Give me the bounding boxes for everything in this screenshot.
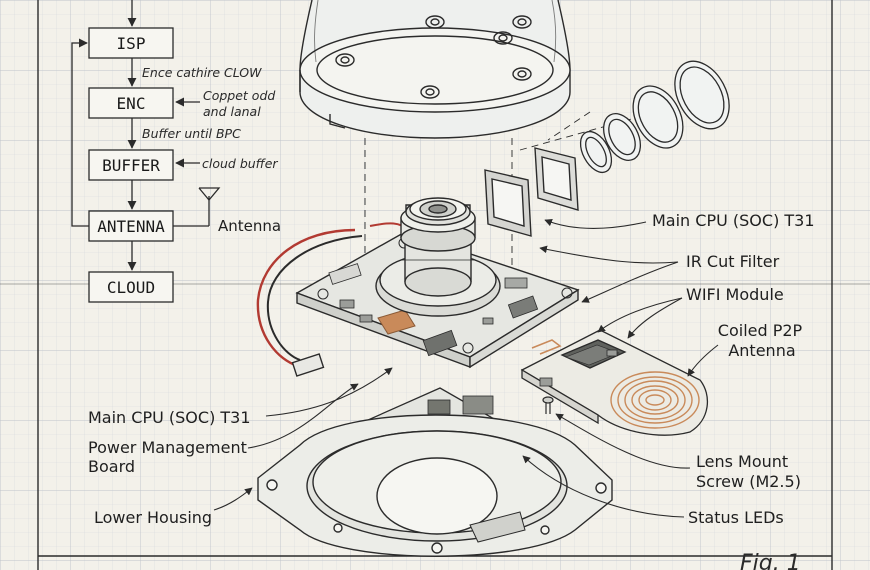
flow-box-antenna-label: ANTENNA [97, 217, 165, 236]
label-lens-mount: Lens Mount [696, 452, 788, 471]
figure-number: Fig. 1 [740, 551, 801, 570]
label-lens-mount-screw: Screw (M2.5) [696, 472, 801, 491]
dome-housing [299, 0, 571, 139]
wifi-module [520, 329, 709, 436]
label-main-cpu-left: Main CPU (SOC) T31 [88, 408, 251, 427]
label-status-leds: Status LEDs [688, 508, 784, 527]
flow-box-cloud-label: CLOUD [107, 278, 155, 297]
note-ence-cathire: Ence cathire CLOW [142, 65, 262, 80]
label-coiled-p2p: Coiled P2P [718, 321, 803, 340]
flow-box-enc [88, 87, 174, 119]
wire-red [256, 228, 356, 368]
flow-box-enc-label: ENC [117, 94, 146, 113]
leader-lines [213, 218, 719, 518]
dome-bosses [335, 15, 532, 99]
flow-box-isp [88, 27, 174, 59]
note-and-lanal: and lanal [203, 104, 261, 119]
flow-box-isp-label: ISP [117, 34, 146, 53]
lens-stack [579, 60, 730, 174]
label-power-management: Power Management [88, 438, 247, 457]
note-buffer-until: Buffer until BPC [142, 126, 241, 141]
flow-box-buffer-label: BUFFER [102, 156, 160, 175]
main-pcb [256, 197, 580, 377]
flow-notes: Ence cathire CLOW Coppet odd and lanal B… [142, 65, 281, 235]
flow-box-cloud [88, 271, 174, 303]
label-wifi-module: WIFI Module [686, 285, 784, 304]
label-ir-cut-filter: IR Cut Filter [686, 252, 780, 271]
note-cloud-buffer: cloud buffer [202, 156, 278, 171]
flow-box-buffer [88, 149, 174, 181]
flow-diagram [71, 0, 221, 303]
flow-box-labels: ISP ENC BUFFER ANTENNA CLOUD [97, 34, 165, 297]
note-antenna: Antenna [218, 217, 281, 235]
label-lower-housing: Lower Housing [94, 508, 212, 527]
coil-antenna [610, 371, 700, 429]
wire-black [266, 235, 363, 361]
part-labels: Main CPU (SOC) T31 IR Cut Filter WIFI Mo… [88, 211, 815, 570]
label-power-board: Board [88, 457, 135, 476]
lens-mount-screw [542, 396, 554, 414]
note-coppet-odd: Coppet odd [203, 88, 275, 103]
lower-housing [257, 414, 613, 557]
ir-filter-frames [484, 147, 579, 237]
label-main-cpu-right: Main CPU (SOC) T31 [652, 211, 815, 230]
label-coiled-antenna: Antenna [728, 341, 795, 360]
